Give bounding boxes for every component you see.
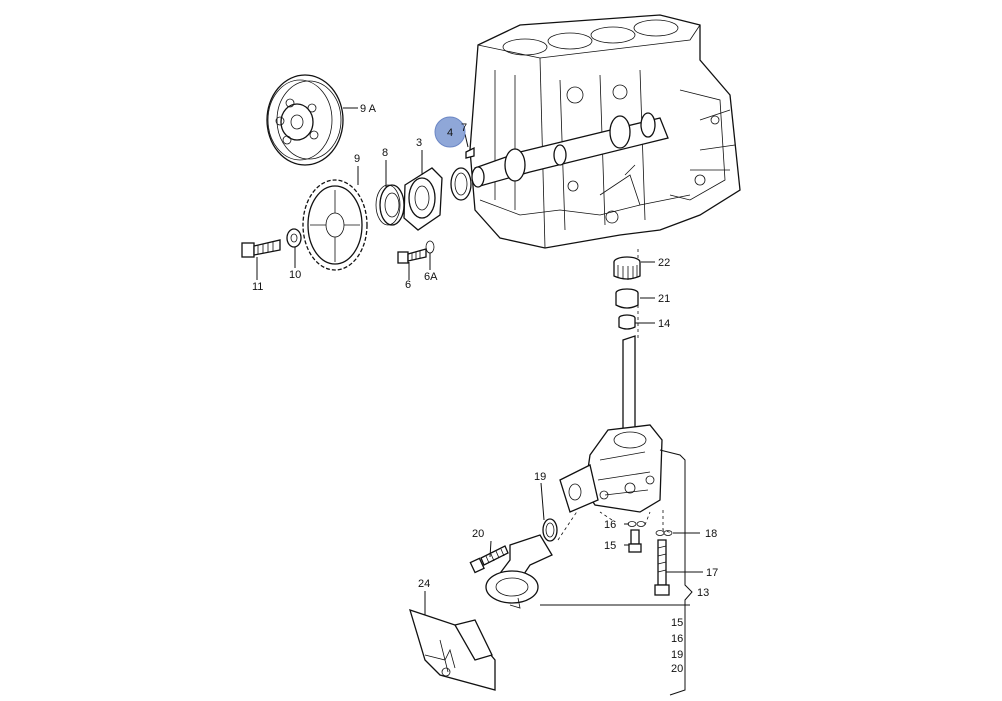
oil-pump-part [559, 335, 663, 513]
bolt-6-part [397, 248, 427, 264]
bolt-15-part [628, 529, 642, 553]
label-19: 19 [534, 471, 546, 483]
lock-washer-part [425, 240, 435, 254]
part-14 [618, 314, 636, 330]
label-11: 11 [252, 281, 263, 293]
label-6a: 6A [424, 271, 438, 283]
highlight-label[interactable]: 4 [447, 127, 453, 139]
group-item-15: 15 [671, 617, 683, 629]
highlight-marker[interactable] [434, 116, 466, 148]
label-8: 8 [382, 147, 388, 159]
bolt-11-part [241, 239, 281, 258]
label-14: 14 [658, 318, 670, 330]
drive-gear-part [613, 256, 641, 280]
label-7: 7 [461, 122, 467, 134]
label-18: 18 [705, 528, 717, 540]
label-10: 10 [289, 269, 301, 281]
bolt-20-part [469, 545, 509, 574]
label-17: 17 [706, 567, 718, 579]
group-item-16: 16 [671, 633, 683, 645]
engine-block [469, 14, 741, 249]
bushing-part [615, 288, 639, 309]
washer-part [286, 228, 302, 248]
pickup-pipe-part [485, 534, 553, 609]
gasket-part [542, 518, 558, 542]
key-part [465, 146, 475, 159]
baffle-part [409, 608, 496, 691]
callout-lines [256, 107, 703, 615]
group-13-list: 15 16 19 20 [671, 617, 683, 675]
group-item-19: 19 [671, 649, 683, 661]
seal-flange-part [403, 167, 443, 231]
group-bracket [659, 449, 693, 696]
label-21: 21 [658, 293, 670, 305]
pulley-part [266, 74, 344, 166]
label-24: 24 [418, 578, 430, 590]
o-ring-part [450, 167, 472, 201]
bearing-part [375, 184, 405, 226]
label-15: 15 [604, 540, 616, 552]
part-labels: 9 A 3 7 8 9 10 11 6 6A 22 21 14 19 16 18… [252, 103, 718, 599]
label-16: 16 [604, 519, 616, 531]
washer-16-part [627, 521, 646, 527]
label-20: 20 [472, 528, 484, 540]
label-6: 6 [405, 279, 411, 291]
label-9a: 9 A [360, 103, 377, 115]
washer-18-part [655, 530, 673, 536]
bolt-17-part [654, 539, 670, 596]
label-9: 9 [354, 153, 360, 165]
leader-lines [557, 248, 673, 541]
sprocket-part [302, 179, 368, 271]
label-13: 13 [697, 587, 709, 599]
group-item-20: 20 [671, 663, 683, 675]
label-22: 22 [658, 257, 670, 269]
label-3: 3 [416, 137, 422, 149]
